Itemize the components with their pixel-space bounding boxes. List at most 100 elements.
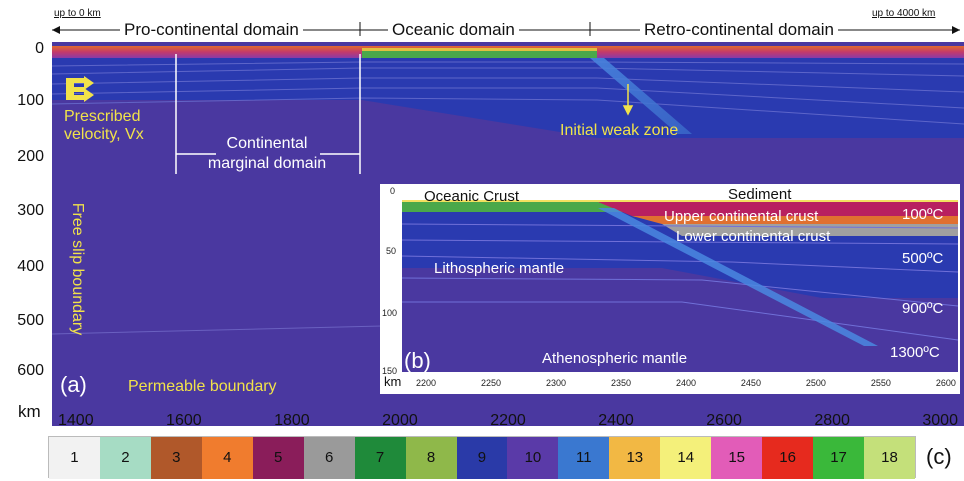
legend-num-4: 4: [223, 449, 232, 466]
x-tick-1400: 1400: [58, 412, 94, 429]
legend-bar: 1 2 3 4 5 6 7 8 9 10 11 13 14 15 16 17 1…: [48, 436, 916, 479]
legend-item-16: 16: [762, 437, 814, 479]
right-limit-label: up to 4000 km: [872, 8, 936, 19]
y-axis: 0 100 200 300 400 500 600: [14, 0, 50, 430]
x-tick-2400: 2400: [598, 412, 634, 429]
weak-zone-label: Initial weak zone: [560, 122, 679, 139]
header-bar: up to 0 km up to 4000 km Pro-continental…: [0, 0, 964, 40]
y-tick-400: 400: [17, 258, 44, 275]
temp-900-label: 900ºC: [902, 300, 944, 317]
left-limit-label: up to 0 km: [54, 8, 101, 19]
y-tick-0: 0: [35, 40, 44, 57]
legend-num-18: 18: [881, 449, 898, 466]
legend-item-18: 18: [864, 437, 915, 479]
inset-x-axis: 2200 2250 2300 2350 2400 2450 2500 2550 …: [416, 378, 956, 388]
main-unit-label: km: [18, 402, 41, 421]
inset-y-tick-150: 150: [382, 366, 398, 376]
inset-x-tick-2550: 2550: [870, 378, 891, 388]
pro-continental-label: Pro-continental domain: [120, 20, 303, 40]
x-tick-1600: 1600: [166, 412, 202, 429]
inset-x-tick-2450: 2450: [740, 378, 761, 388]
legend-item-1: 1: [49, 437, 100, 479]
legend-item-3: 3: [150, 437, 202, 479]
inset-x-tick-2200: 2200: [416, 378, 437, 388]
legend-item-11: 11: [558, 437, 610, 479]
legend-item-2: 2: [99, 437, 151, 479]
legend-item-17: 17: [813, 437, 864, 479]
legend-num-15: 15: [728, 449, 745, 466]
lith-mantle-label: Lithospheric mantle: [434, 260, 565, 277]
continental-margin-line1: Continental: [226, 135, 308, 152]
temp-500-label: 500ºC: [902, 250, 944, 267]
inset-x-tick-2300: 2300: [545, 378, 566, 388]
legend-item-15: 15: [711, 437, 763, 479]
legend-num-8: 8: [426, 449, 436, 466]
legend-item-10: 10: [507, 437, 559, 479]
x-tick-3000: 3000: [922, 412, 958, 429]
continental-margin-label: Continental marginal domain: [192, 134, 342, 174]
panel-c-label: (c): [926, 444, 952, 469]
inset-x-tick-2400: 2400: [675, 378, 696, 388]
sediment-label: Sediment: [728, 186, 792, 203]
legend-num-6: 6: [324, 449, 334, 466]
legend-num-13: 13: [626, 449, 644, 466]
panel-b-label: (b): [404, 348, 431, 373]
legend-item-8: 8: [405, 437, 457, 479]
legend-num-2: 2: [121, 449, 130, 466]
inset-x-tick-2350: 2350: [610, 378, 631, 388]
y-tick-500: 500: [17, 312, 44, 329]
inset-y-tick-100: 100: [382, 308, 398, 318]
lower-crust-label: Lower continental crust: [676, 228, 831, 245]
y-tick-600: 600: [17, 362, 44, 379]
inset-x-tick-2250: 2250: [480, 378, 502, 388]
legend-num-3: 3: [172, 449, 181, 466]
legend-num-14: 14: [677, 449, 695, 466]
x-tick-2600: 2600: [706, 412, 742, 429]
y-tick-100: 100: [17, 92, 44, 109]
panel-a-label: (a): [60, 372, 87, 397]
inset-x-tick-2500: 2500: [805, 378, 826, 388]
inset-section: [402, 188, 958, 372]
legend-item-9: 9: [456, 437, 508, 479]
temp-100-label: 100ºC: [902, 206, 944, 223]
oceanic-label: Oceanic domain: [388, 20, 519, 40]
y-tick-300: 300: [17, 202, 44, 219]
upper-crust-label: Upper continental crust: [664, 208, 819, 225]
x-tick-2200: 2200: [490, 412, 526, 429]
legend-item-6: 6: [303, 437, 355, 479]
legend-item-5: 5: [252, 437, 304, 479]
astheno-label: Athenospheric mantle: [542, 350, 688, 367]
legend-item-4: 4: [201, 437, 253, 479]
legend-num-1: 1: [70, 449, 79, 466]
legend-num-10: 10: [524, 449, 542, 466]
free-slip-label: Free slip boundary: [69, 202, 86, 336]
legend-num-7: 7: [375, 449, 385, 466]
temp-1300-label: 1300ºC: [890, 344, 940, 361]
inset-x-tick-2600: 2600: [935, 378, 956, 388]
x-tick-2800: 2800: [814, 412, 850, 429]
legend-item-13: 13: [609, 437, 661, 479]
y-tick-200: 200: [17, 148, 44, 165]
velocity-arrow-icon: [66, 76, 94, 102]
inset-y-tick-0: 0: [390, 186, 396, 196]
legend-num-9: 9: [477, 449, 487, 466]
legend-num-16: 16: [779, 449, 796, 466]
velocity-label-line1: Prescribed: [64, 108, 141, 125]
velocity-label-line2: velocity, Vx: [64, 126, 144, 143]
legend-num-11: 11: [576, 449, 592, 466]
retro-continental-label: Retro-continental domain: [640, 20, 838, 40]
velocity-label: Prescribed velocity, Vx: [64, 108, 144, 144]
legend-num-17: 17: [830, 449, 847, 466]
continental-margin-line2: marginal domain: [207, 155, 327, 172]
permeable-label: Permeable boundary: [128, 378, 277, 395]
x-tick-1800: 1800: [274, 412, 310, 429]
x-axis: 1400 1600 1800 2000 2200 2400 2600 2800 …: [58, 412, 958, 430]
inset-unit-label: km: [384, 374, 402, 389]
legend-item-14: 14: [660, 437, 712, 479]
inset-panel: 0 50 100 150 km 2200 2250 2300 2350 2400…: [380, 184, 960, 394]
x-tick-2000: 2000: [382, 412, 418, 429]
legend-num-5: 5: [274, 449, 283, 466]
model-panel: Prescribed velocity, Vx Continental marg…: [51, 42, 964, 426]
legend-item-7: 7: [354, 437, 406, 479]
inset-y-tick-50: 50: [386, 246, 397, 256]
